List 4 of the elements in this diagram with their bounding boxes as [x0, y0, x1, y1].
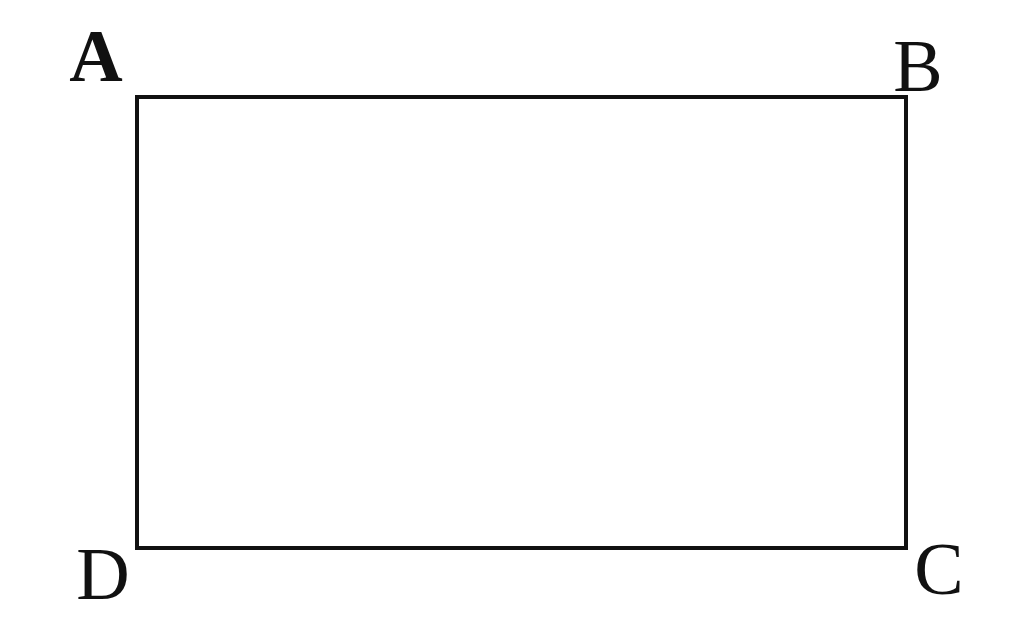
vertex-label: A [69, 19, 123, 93]
vertex-label: C [914, 532, 964, 606]
vertex-label: D [76, 537, 130, 611]
vertex-label: B [893, 29, 943, 103]
